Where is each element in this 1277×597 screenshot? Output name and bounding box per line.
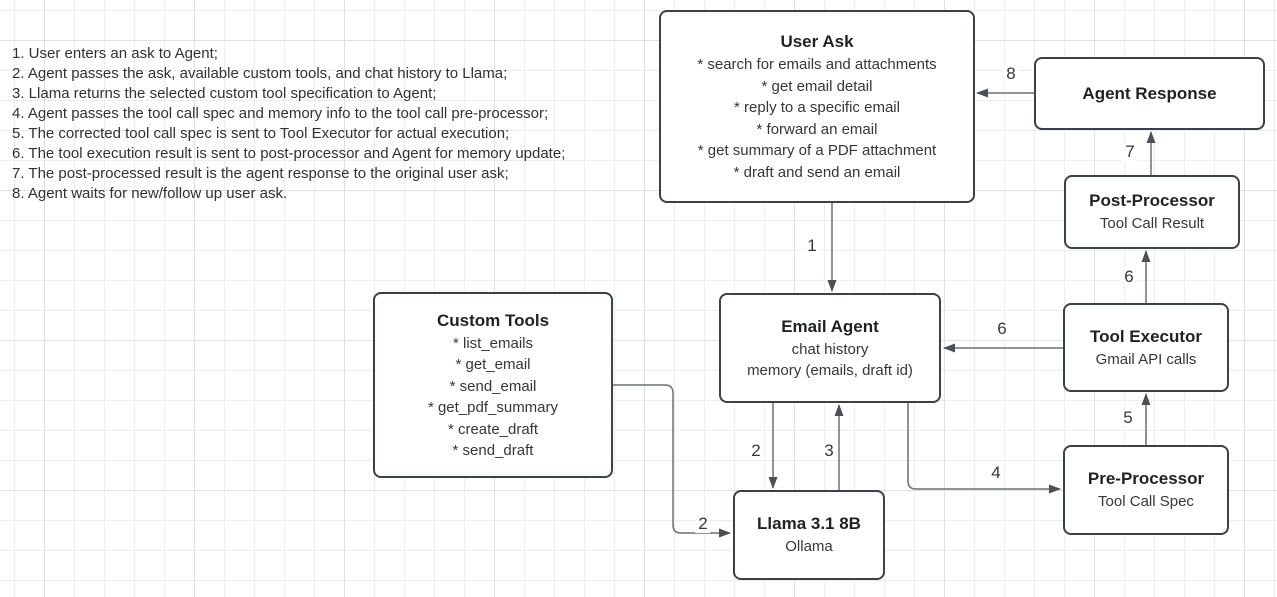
user-ask-item: * search for emails and attachments — [697, 56, 937, 73]
edge-label-step4: 4 — [988, 464, 1004, 482]
node-llama-title: Llama 3.1 8B — [757, 514, 861, 534]
node-pre-processor: Pre-Processor Tool Call Spec — [1063, 445, 1229, 535]
edge-label-step7: 7 — [1122, 143, 1138, 161]
node-email-agent-memory: memory (emails, draft id) — [747, 362, 913, 379]
edge-step2-custom-tools-to-llama — [613, 384, 731, 538]
node-tool-executor-title: Tool Executor — [1089, 326, 1203, 346]
user-ask-item: * forward an email — [756, 120, 878, 138]
node-post-processor: Post-Processor Tool Call Result — [1064, 175, 1240, 249]
node-email-agent-title: Email Agent — [781, 316, 879, 336]
node-user-ask-title: User Ask — [780, 32, 854, 51]
edge-label-step6-post: 6 — [1121, 268, 1137, 286]
process-step-6: 6. The tool execution result is sent to … — [12, 145, 566, 162]
node-llama: Llama 3.1 8B Ollama — [733, 490, 885, 580]
node-pre-processor-subtitle: Tool Call Spec — [1098, 493, 1194, 511]
node-post-processor-title: Post-Processor — [1089, 191, 1215, 211]
node-tool-executor-subtitle: Gmail API calls — [1095, 350, 1197, 368]
edge-label-step6-agent: 6 — [994, 320, 1010, 338]
node-custom-tools-title: Custom Tools — [436, 310, 550, 330]
user-ask-item: * reply to a specific email — [734, 99, 900, 116]
edge-label-step8: 8 — [1003, 65, 1019, 83]
custom-tool-item: * send_email — [449, 377, 537, 395]
node-pre-processor-title: Pre-Processor — [1087, 469, 1205, 489]
node-custom-tools: Custom Tools * list_emails * get_email *… — [373, 292, 613, 478]
node-llama-subtitle: Ollama — [785, 538, 833, 556]
edge-label-step5: 5 — [1120, 409, 1136, 427]
custom-tool-item: * create_draft — [447, 420, 539, 438]
process-steps-list: 1. User enters an ask to Agent; 2. Agent… — [12, 44, 672, 204]
user-ask-item: * draft and send an email — [733, 163, 901, 181]
process-step-1: 1. User enters an ask to Agent; — [12, 45, 218, 62]
process-step-4: 4. Agent passes the tool call spec and m… — [12, 105, 549, 122]
node-email-agent-chat-history: chat history — [791, 340, 869, 358]
process-step-2: 2. Agent passes the ask, available custo… — [12, 65, 508, 82]
node-email-agent: Email Agent chat history memory (emails,… — [719, 293, 941, 403]
edge-label-step2-tools-llama: 2 — [695, 515, 711, 533]
node-user-ask: User Ask * search for emails and attachm… — [659, 10, 975, 203]
custom-tool-item: * get_email — [455, 356, 531, 373]
user-ask-item: * get email detail — [761, 77, 873, 95]
custom-tool-item: * send_draft — [452, 442, 534, 459]
node-post-processor-subtitle: Tool Call Result — [1099, 215, 1205, 233]
process-step-3: 3. Llama returns the selected custom too… — [12, 85, 437, 102]
user-ask-item: * get summary of a PDF attachment — [697, 142, 937, 159]
process-step-7: 7. The post-processed result is the agen… — [12, 165, 509, 182]
process-step-8: 8. Agent waits for new/follow up user as… — [12, 185, 288, 202]
process-step-5: 5. The corrected tool call spec is sent … — [12, 125, 510, 142]
edge-label-step2-agent-llama: 2 — [748, 442, 764, 460]
custom-tool-item: * get_pdf_summary — [427, 399, 559, 416]
node-agent-response-title: Agent Response — [1082, 83, 1217, 103]
node-tool-executor: Tool Executor Gmail API calls — [1063, 303, 1229, 392]
custom-tool-item: * list_emails — [452, 334, 534, 352]
node-agent-response: Agent Response — [1034, 57, 1265, 130]
edge-label-step1: 1 — [804, 237, 820, 255]
edge-step4-email-agent-to-pre-processor — [907, 403, 1061, 494]
edge-label-step3: 3 — [821, 442, 837, 460]
